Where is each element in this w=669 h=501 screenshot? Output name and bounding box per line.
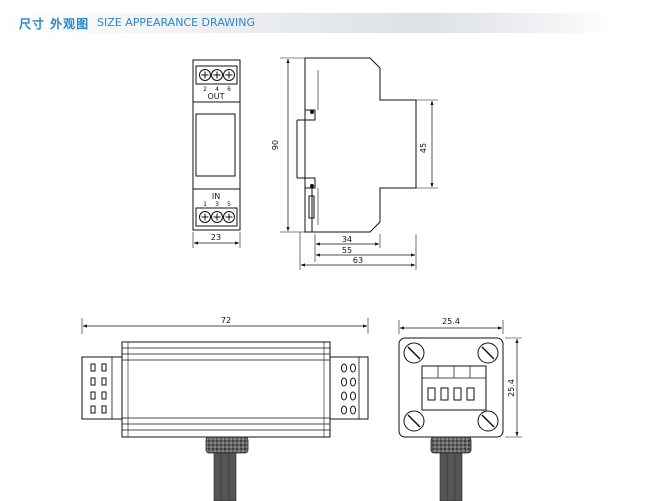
front-width-dimension	[192, 232, 241, 248]
bottom-cable-gland	[205, 436, 249, 501]
corner-screw	[403, 342, 499, 432]
out-terminal-number-6: 6	[227, 86, 231, 93]
in-label: IN	[212, 192, 220, 201]
right-terminal-housing	[329, 356, 369, 420]
header-title-chinese: 尺寸 外观图	[19, 17, 90, 31]
in-terminal-number-3: 3	[215, 201, 219, 208]
bottom-end-view	[398, 320, 522, 438]
side-view	[280, 57, 438, 270]
end-height-value: 25.4	[507, 379, 516, 397]
end-width-value: 25.4	[442, 317, 460, 326]
front-view: 2 4 6 OUT IN 1 3 5	[192, 59, 241, 248]
in-terminal-number-1: 1	[203, 201, 207, 208]
front-width-value: 23	[211, 233, 221, 242]
bottom-side-view	[81, 318, 369, 438]
header-title-english: SIZE APPEARANCE DRAWING	[97, 16, 256, 29]
out-terminal-number-4: 4	[215, 86, 219, 93]
din-rail-clip	[296, 119, 305, 179]
front-view-window	[195, 113, 236, 177]
end-cable-gland	[430, 436, 472, 501]
front-view-body	[192, 59, 241, 231]
depth-value-55: 55	[342, 246, 352, 255]
main-tube-body	[121, 341, 331, 438]
in-terminal-block	[195, 207, 238, 227]
out-label: OUT	[207, 92, 224, 101]
out-terminal-number-2: 2	[203, 86, 207, 93]
side-height-value: 90	[271, 140, 280, 150]
out-terminal-block	[195, 65, 238, 85]
side-rail-height-value: 45	[419, 143, 428, 153]
section-header: 尺寸 外观图 SIZE APPEARANCE DRAWING	[0, 0, 669, 40]
depth-value-63: 63	[353, 256, 363, 265]
header-gradient-band	[0, 13, 610, 33]
bottom-length-value: 72	[221, 316, 231, 325]
depth-value-34: 34	[342, 235, 352, 244]
side-view-body	[304, 57, 417, 233]
in-terminal-number-5: 5	[227, 201, 231, 208]
